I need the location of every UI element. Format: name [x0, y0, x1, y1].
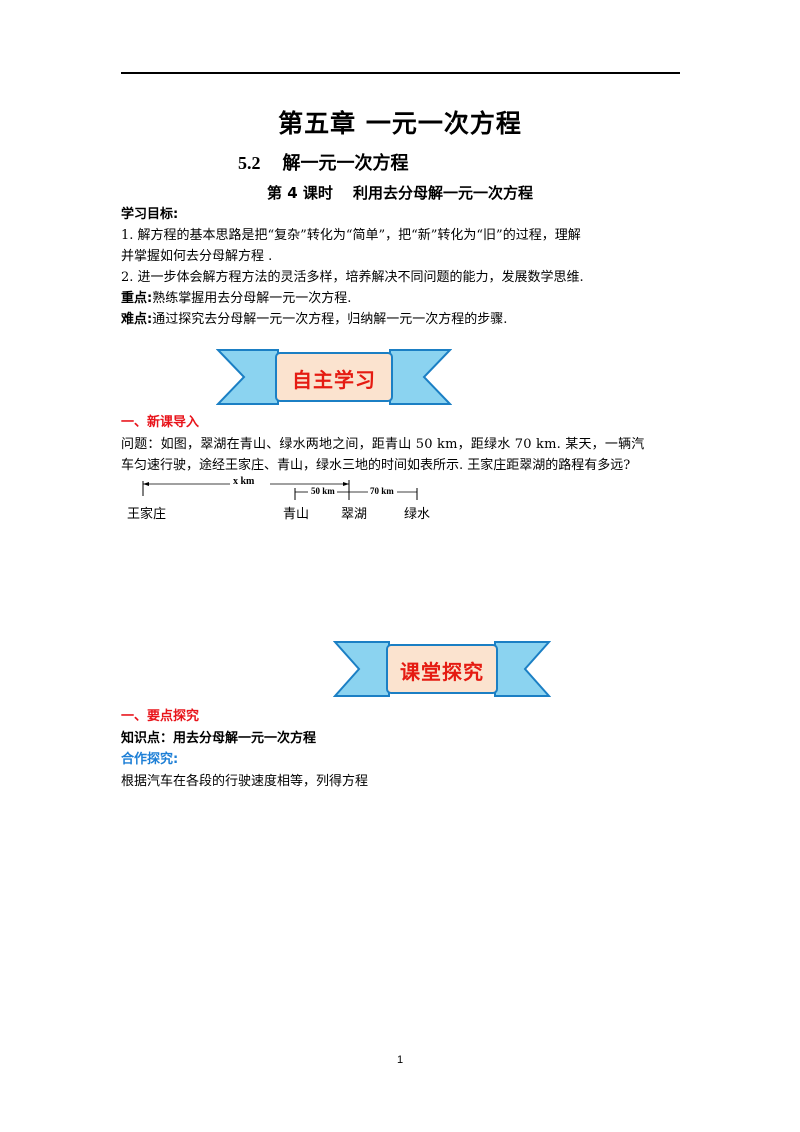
distance-diagram: x km 50 km 70 km 王家庄 青山 翠湖 绿水 [121, 476, 451, 526]
section-number: 5.2 [238, 153, 261, 173]
objective-line-1: 1. 解方程的基本思路是把“复杂”转化为“简单”，把“新”转化为“旧”的过程，理… [121, 228, 581, 243]
objective-line-2: 并掌握如何去分母解方程 . [121, 249, 273, 264]
section-name: 解一元一次方程 [282, 153, 409, 174]
lesson-title: 第 4 课时 利用去分母解一元一次方程 [0, 182, 800, 203]
key-point: 重点:熟练掌握用去分母解一元一次方程. [121, 288, 681, 309]
ribbon-shape [332, 641, 552, 697]
section-title: 5.2 解一元一次方程 [238, 149, 409, 175]
class-explore-banner-text: 课堂探究 [400, 660, 484, 684]
self-study-banner: 自主学习 [215, 346, 453, 408]
coop-explore-label: 合作探究: [121, 752, 179, 767]
key-point-label: 重点: [121, 291, 153, 306]
class-explore-banner: 课堂探究 [332, 638, 552, 700]
place-qingshan: 青山 [283, 507, 310, 522]
distance-50-label: 50 km [311, 486, 335, 496]
explore-text: 根据汽车在各段的行驶速度相等，列得方程 [121, 774, 369, 789]
objective-line-3: 2. 进一步体会解方程方法的灵活多样，培养解决不同问题的能力，发展数学思维. [121, 270, 584, 285]
place-wangjiazhuang: 王家庄 [127, 507, 167, 522]
self-study-banner-text: 自主学习 [292, 368, 376, 392]
x-distance-label: x km [233, 476, 255, 487]
chapter-title: 第五章 一元一次方程 [278, 109, 522, 138]
place-cuihu: 翠湖 [341, 507, 368, 522]
lesson-name: 利用去分母解一元一次方程 [352, 184, 533, 202]
diagram-lines [142, 480, 418, 500]
page-number: 1 [396, 1054, 404, 1066]
distance-70-label: 70 km [370, 486, 394, 496]
key-point-text: 熟练掌握用去分母解一元一次方程. [152, 291, 352, 306]
knowledge-point: 知识点：用去分母解一元一次方程 [121, 731, 317, 746]
header-rule [121, 72, 680, 74]
difficulty: 难点:通过探究去分母解一元一次方程，归纳解一元一次方程的步骤. [121, 309, 681, 330]
lesson-label: 第 4 课时 [267, 184, 333, 202]
difficulty-text: 通过探究去分母解一元一次方程，归纳解一元一次方程的步骤. [152, 312, 508, 327]
objectives-heading: 学习目标: [121, 207, 179, 222]
intro-line-2: 车匀速行驶，途经王家庄、青山，绿水三地的时间如表所示. 王家庄距翠湖的路程有多远… [121, 458, 631, 473]
place-lvshui: 绿水 [404, 507, 431, 522]
intro-line-1: 问题：如图，翠湖在青山、绿水两地之间，距青山 50 km，距绿水 70 km. … [121, 437, 645, 452]
ribbon-shape [215, 349, 453, 405]
intro-heading: 一、新课导入 [121, 415, 200, 430]
explore-heading: 一、要点探究 [121, 709, 200, 724]
difficulty-label: 难点: [121, 312, 153, 327]
